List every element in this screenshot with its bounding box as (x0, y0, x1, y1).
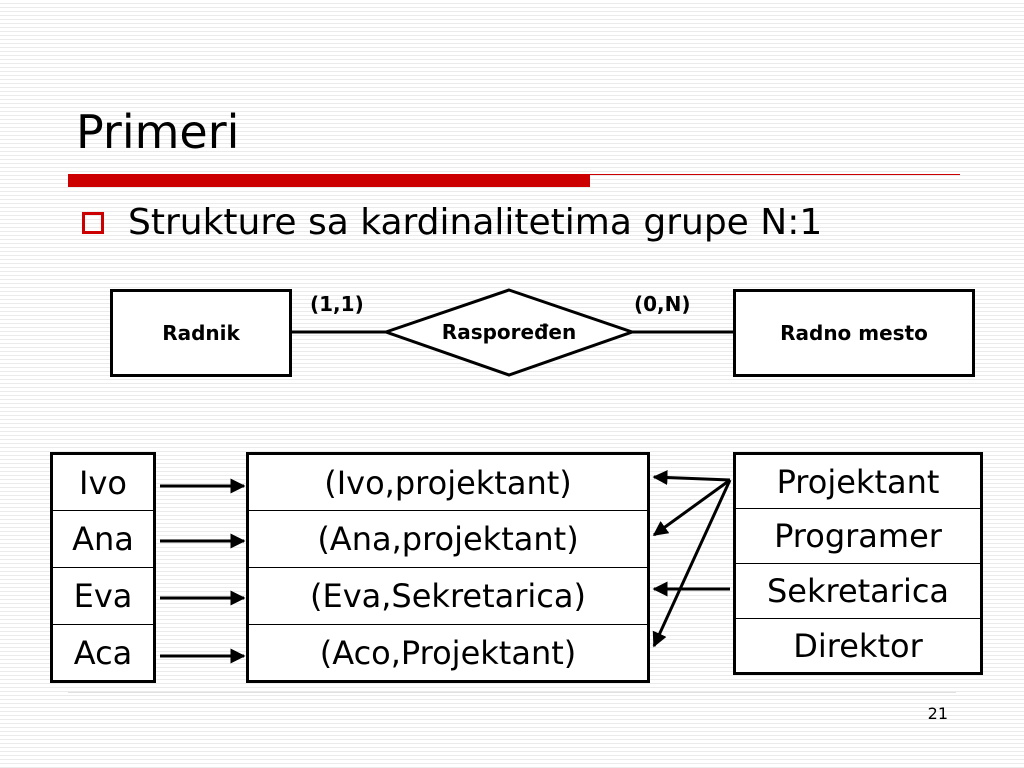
table-row: Aca (51, 624, 155, 682)
workers-table: Ivo Ana Eva Aca (50, 452, 156, 683)
title-underline (68, 174, 590, 187)
arrow-projektant-2 (652, 478, 731, 537)
position-cell: Programer (734, 508, 982, 564)
page-number: 21 (927, 704, 948, 723)
entity-radno-mesto: Radno mesto (733, 289, 975, 377)
position-cell: Sekretarica (734, 563, 982, 619)
pair-cell: (Ana,projektant) (247, 510, 649, 568)
bullet-text: Strukture sa kardinalitetima grupe N:1 (128, 202, 823, 243)
worker-cell: Eva (51, 567, 155, 625)
entity-radno-mesto-label: Radno mesto (780, 321, 928, 345)
table-row: Eva (51, 567, 155, 625)
table-row: Direktor (734, 618, 982, 674)
table-row: Ivo (51, 453, 155, 511)
cardinality-right: (0,N) (634, 292, 691, 316)
title-underline-thin (590, 174, 960, 175)
entity-radnik: Radnik (110, 289, 292, 377)
table-row: (Ana,projektant) (247, 510, 649, 568)
pair-cell: (Eva,Sekretarica) (247, 567, 649, 625)
relationship-label: Raspoređen (441, 320, 577, 344)
worker-cell: Aca (51, 624, 155, 682)
table-row: Sekretarica (734, 563, 982, 619)
arrow-projektant-3 (652, 479, 732, 648)
entity-radnik-label: Radnik (162, 321, 240, 345)
table-row: (Ivo,projektant) (247, 453, 649, 511)
position-cell: Direktor (734, 618, 982, 674)
pair-cell: (Aco,Projektant) (247, 624, 649, 682)
worker-cell: Ivo (51, 453, 155, 511)
table-row: (Aco,Projektant) (247, 624, 649, 682)
cardinality-left: (1,1) (310, 292, 364, 316)
table-row: (Eva,Sekretarica) (247, 567, 649, 625)
slide-title: Primeri (76, 105, 240, 159)
footer-divider (68, 692, 956, 693)
pair-cell: (Ivo,projektant) (247, 453, 649, 511)
pairs-table: (Ivo,projektant) (Ana,projektant) (Eva,S… (246, 452, 650, 683)
bullet-square-icon (82, 212, 104, 234)
relationship-diamond (381, 288, 637, 377)
table-row: Programer (734, 508, 982, 564)
arrow-projektant-1 (652, 470, 731, 486)
positions-table: Projektant Programer Sekretarica Direkto… (733, 452, 983, 675)
